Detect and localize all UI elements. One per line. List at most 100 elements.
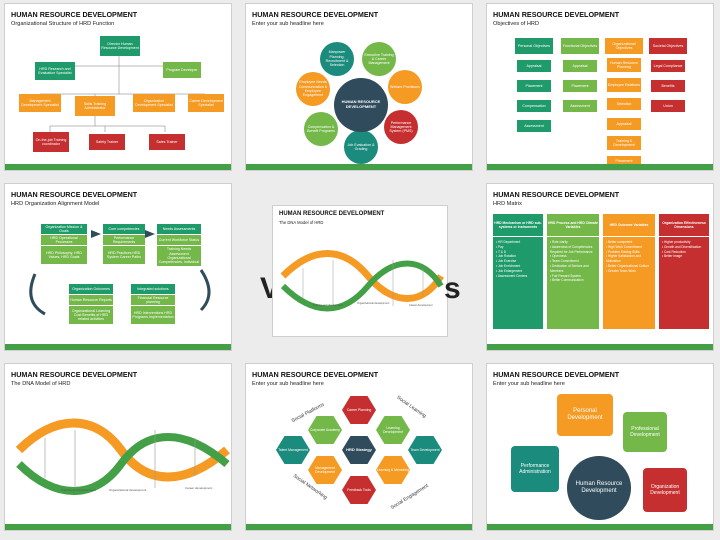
matrix-cell: HR Department bbox=[496, 240, 540, 245]
slide-title: HUMAN RESOURCE DEVELOPMENT bbox=[493, 370, 620, 379]
matrix-cell: Job Exercise bbox=[496, 259, 540, 264]
slide-thumb-9[interactable]: HUMAN RESOURCE DEVELOPMENT Enter your su… bbox=[486, 363, 714, 531]
org-box-sales: Sales Trainer bbox=[149, 134, 185, 150]
alignment-body: HRD Interventions HRD Programs Implement… bbox=[131, 306, 175, 324]
objective-header-organizational: Organizational Objectives bbox=[605, 38, 643, 54]
objective-item: Benefits bbox=[651, 80, 685, 92]
alignment-body: HRD Philosophy, HRD Values, HRD Goals bbox=[41, 246, 87, 264]
objective-item: Placement bbox=[607, 156, 641, 166]
objective-item: Selection bbox=[607, 98, 641, 110]
slide-thumb-6[interactable]: HUMAN RESOURCE DEVELOPMENT HRD Matrix HR… bbox=[486, 183, 714, 351]
alignment-body: Organizational Learning Cost Benefits of… bbox=[69, 306, 113, 324]
matrix-cell: Growth and Diversification bbox=[662, 245, 706, 250]
node-personal-development: Personal Development bbox=[557, 394, 613, 436]
node-professional-development: Professional Development bbox=[623, 412, 667, 452]
matrix-cell: Problem Solving Skills bbox=[606, 250, 652, 255]
slide-footer-bar bbox=[5, 164, 231, 170]
dna-label-training: Training and development bbox=[313, 304, 343, 307]
alignment-body: HRD Practices HRD System Career Paths bbox=[103, 246, 145, 264]
arc-label-social-engagement: Social Engagement bbox=[389, 482, 430, 512]
slide-footer-bar bbox=[5, 344, 231, 350]
alignment-body: Human Resource Reports bbox=[69, 295, 113, 305]
matrix-cell: Team Commitment bbox=[550, 259, 596, 264]
slide-subtitle: The DNA Model of HRD bbox=[279, 220, 324, 225]
objective-item: Employee Relations bbox=[607, 78, 641, 92]
dna-helix bbox=[15, 418, 230, 495]
slide-thumb-4[interactable]: HUMAN RESOURCE DEVELOPMENT HRD Organizat… bbox=[4, 183, 232, 351]
objective-item: Appraisal bbox=[607, 118, 641, 130]
hex-management-development: Management Development bbox=[308, 456, 342, 484]
matrix-col-effectiveness: Higher productivity Growth and Diversifi… bbox=[659, 237, 709, 329]
matrix-cell: Higher Satisfaction and Motivation bbox=[606, 254, 652, 264]
org-box-safety: Safety Trainer bbox=[89, 134, 125, 150]
matrix-cell: Better competent bbox=[606, 240, 652, 245]
org-box-management: Management Development Specialist bbox=[19, 94, 61, 112]
matrix-cell: Higher productivity bbox=[662, 240, 706, 245]
dna-label-organizational: Organizational development bbox=[357, 302, 390, 305]
slide-title: HUMAN RESOURCE DEVELOPMENT bbox=[252, 370, 379, 379]
objective-item: Placement bbox=[517, 80, 551, 92]
matrix-cell: Cost Reduction bbox=[662, 250, 706, 255]
hex-talent-management: Talent Management bbox=[276, 436, 310, 464]
dna-label-career: Career development bbox=[409, 304, 433, 307]
petal-welfare: Welfare Provisions bbox=[388, 70, 422, 104]
objective-item: Placement bbox=[563, 80, 597, 92]
slide-subtitle: Organizational Structure of HRD Function bbox=[11, 21, 115, 27]
matrix-cell: Greater Team Work bbox=[606, 269, 652, 274]
slide-subtitle: Enter your sub headline here bbox=[493, 381, 565, 387]
alignment-head: Core competencies bbox=[103, 224, 145, 234]
objective-item: Legal Compliance bbox=[651, 60, 685, 72]
slide-footer-bar bbox=[487, 164, 713, 170]
matrix-col-outcome: Better competent High Work Commitment Pr… bbox=[603, 237, 655, 329]
slide-thumb-8[interactable]: HUMAN RESOURCE DEVELOPMENT Enter your su… bbox=[245, 363, 473, 531]
objective-item: Appraisal bbox=[563, 60, 597, 72]
org-box-ojt: On-the-job Training coordinator bbox=[33, 132, 69, 152]
org-box-program: Program Developer bbox=[163, 62, 201, 78]
matrix-cell: Job Enrichment bbox=[496, 264, 540, 269]
hex-feedback-tools: Feedback Tools bbox=[342, 476, 376, 504]
objective-item: Assessment bbox=[563, 100, 597, 112]
matrix-header-effectiveness: Organization Effectiveness Dimensions bbox=[659, 214, 709, 236]
node-performance-administration: Performance Administration bbox=[511, 446, 559, 492]
petal-compensation: Compensation & Benefit Programs bbox=[304, 112, 338, 146]
matrix-cell: High Work Commitment bbox=[606, 245, 652, 250]
slide-footer-bar bbox=[246, 524, 472, 530]
matrix-col-mechanism: HR Department Pay T & D Job Rotation Job… bbox=[493, 237, 543, 329]
slide-thumb-2[interactable]: HUMAN RESOURCE DEVELOPMENT Enter your su… bbox=[245, 3, 473, 171]
slide-thumb-5-featured[interactable]: HUMAN RESOURCE DEVELOPMENT The DNA Model… bbox=[272, 205, 448, 337]
org-box-skills: Skills Training Administrator bbox=[75, 96, 115, 116]
matrix-cell: Job Enlargement bbox=[496, 269, 540, 274]
slide-title: HUMAN RESOURCE DEVELOPMENT bbox=[252, 10, 379, 19]
slide-footer-bar bbox=[487, 344, 713, 350]
dna-label-career: Career development bbox=[185, 486, 213, 490]
alignment-body: Financial Resource planning bbox=[131, 295, 175, 305]
matrix-cell: Better image bbox=[662, 254, 706, 259]
matrix-cell: Job Rotation bbox=[496, 254, 540, 259]
objective-header-functional: Functional Objectives bbox=[561, 38, 599, 54]
slide-thumb-1[interactable]: HUMAN RESOURCE DEVELOPMENT Organizationa… bbox=[4, 3, 232, 171]
matrix-cell: Openness bbox=[550, 254, 596, 259]
objective-item: Assessment bbox=[517, 120, 551, 132]
slide-subtitle: The DNA Model of HRD bbox=[11, 381, 71, 387]
slide-thumb-3[interactable]: HUMAN RESOURCE DEVELOPMENT Objectives of… bbox=[486, 3, 714, 171]
matrix-header-process: HRD Process and HRD Climate Variables bbox=[547, 214, 599, 236]
petal-executive: Executive Training & Career Management bbox=[362, 42, 396, 76]
objective-header-societal: Societal Objectives bbox=[649, 38, 687, 54]
org-box-research: HRD Research and Evaluation Specialist bbox=[35, 62, 75, 80]
matrix-cell: Better Organizational Culture bbox=[606, 264, 652, 269]
matrix-col-process: Role clarity Awareness of Competencies R… bbox=[547, 237, 599, 329]
slide-title: HUMAN RESOURCE DEVELOPMENT bbox=[493, 190, 620, 199]
center-circle: HUMAN RESOURCE DEVELOPMENT bbox=[334, 78, 388, 132]
node-organization-development: Organization Development bbox=[643, 468, 687, 512]
org-box-director: Director Human Resource Development bbox=[100, 36, 140, 56]
objective-item: Compensation bbox=[517, 100, 551, 112]
slide-title: HUMAN RESOURCE DEVELOPMENT bbox=[11, 10, 138, 19]
petal-job-eval: Job Evaluation & Grading bbox=[344, 130, 378, 164]
dna-label-training: Training and development bbox=[61, 488, 96, 492]
slide-thumb-7[interactable]: HUMAN RESOURCE DEVELOPMENT The DNA Model… bbox=[4, 363, 232, 531]
slide-title: HUMAN RESOURCE DEVELOPMENT bbox=[279, 211, 385, 217]
hex-corporate-academy: Corporate Academy bbox=[308, 416, 342, 444]
slide-subtitle: Enter your sub headline here bbox=[252, 381, 324, 387]
matrix-header-mechanism: HRD Mechanism or HRD sub-systems or Inst… bbox=[493, 214, 543, 236]
slide-footer-bar bbox=[487, 524, 713, 530]
